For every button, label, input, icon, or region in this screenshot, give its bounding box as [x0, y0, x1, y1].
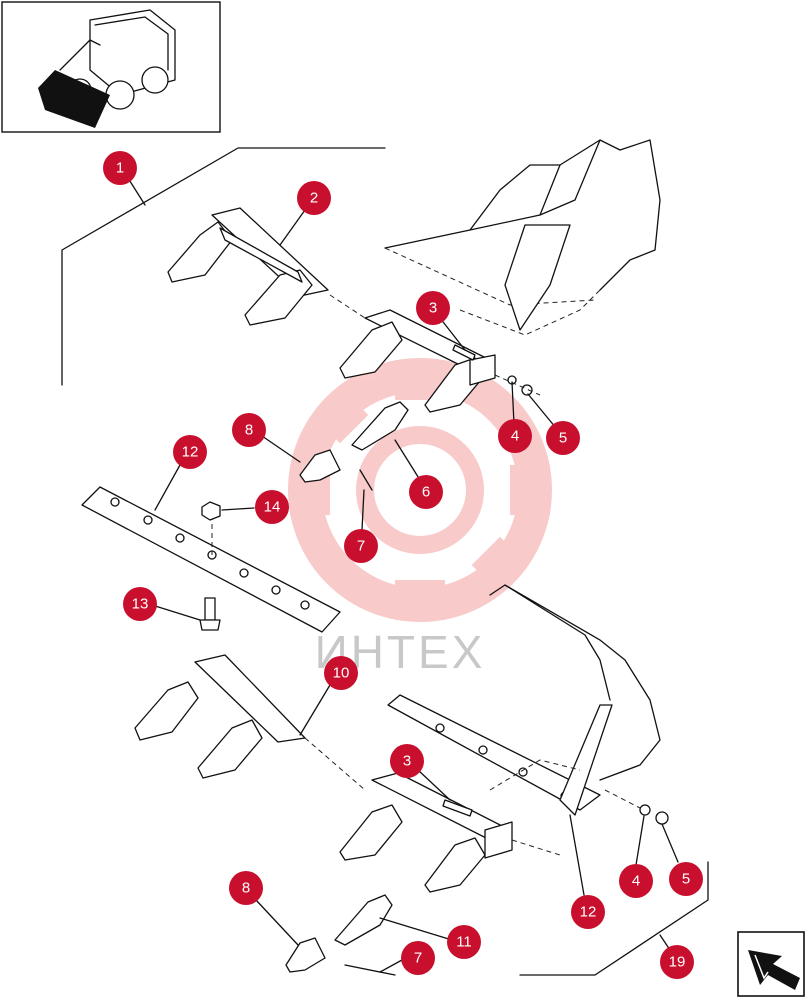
cutting-edge-12 — [81, 486, 341, 633]
callout-19-label: 19 — [669, 954, 686, 971]
callout-7-upper: 7 — [344, 529, 378, 563]
callout-7-lower: 7 — [401, 941, 435, 975]
callout-10-label: 10 — [333, 665, 350, 682]
callout-12-upper: 12 — [173, 435, 207, 469]
callout-5-upper-label: 5 — [559, 430, 567, 447]
callout-7-upper-label: 7 — [357, 538, 365, 555]
callout-14: 14 — [255, 490, 289, 524]
callout-8-upper-label: 8 — [245, 422, 253, 439]
callout-12-upper-label: 12 — [182, 444, 199, 461]
callout-7-lower-label: 7 — [414, 950, 422, 967]
callout-3-upper-label: 3 — [429, 300, 437, 317]
tooth-bar-lower-2 — [339, 772, 561, 893]
pin-7-upper — [359, 469, 373, 491]
callout-10: 10 — [324, 656, 358, 690]
tooth-bar-lower — [134, 654, 366, 791]
callouts: 1 2 3 4 5 6 7 8 12 14 13 10 3 4 5 12 8 1… — [103, 151, 703, 979]
callout-13-label: 13 — [132, 596, 149, 613]
callout-19: 19 — [660, 945, 694, 979]
callout-4-upper-label: 4 — [511, 428, 519, 445]
callout-4-lower: 4 — [619, 864, 653, 898]
callout-14-label: 14 — [264, 499, 281, 516]
callout-5-upper: 5 — [546, 421, 580, 455]
callout-1: 1 — [103, 151, 137, 185]
leader-1-bracket — [61, 147, 386, 386]
callout-6-label: 6 — [422, 484, 430, 501]
bucket-lower — [387, 584, 661, 816]
tooth-6 — [351, 401, 409, 451]
callout-3-lower-label: 3 — [403, 753, 411, 770]
callout-11-label: 11 — [456, 934, 472, 951]
bucket-upper — [384, 139, 661, 336]
leader-lines — [127, 177, 679, 973]
callout-2: 2 — [297, 181, 331, 215]
callout-3-upper: 3 — [416, 291, 450, 325]
tooth-tip-8-upper — [299, 449, 341, 483]
callout-3-lower: 3 — [390, 744, 424, 778]
callout-12-lower: 12 — [571, 895, 605, 929]
tooth-bar-middle — [329, 294, 496, 413]
skid-steer-loader-icon — [38, 9, 176, 128]
bolt-13 — [199, 597, 221, 631]
callout-4-lower-label: 4 — [632, 873, 640, 890]
callout-1-label: 1 — [116, 160, 124, 177]
tooth-11 — [334, 894, 393, 946]
callout-8-lower-label: 8 — [242, 880, 250, 897]
callout-13: 13 — [123, 587, 157, 621]
watermark-logo — [288, 358, 552, 622]
tooth-bar-upper — [167, 207, 329, 326]
callout-11: 11 — [447, 925, 481, 959]
callout-2-label: 2 — [310, 190, 318, 207]
callout-12-lower-label: 12 — [580, 904, 597, 921]
callout-4-upper: 4 — [498, 419, 532, 453]
callout-5-lower: 5 — [669, 862, 703, 896]
callout-8-lower: 8 — [229, 871, 263, 905]
leader-19-bracket — [519, 861, 709, 976]
callout-8-upper: 8 — [232, 413, 266, 447]
nut-14 — [201, 501, 221, 521]
arrow-icon[interactable] — [737, 931, 805, 997]
hardware-upper — [452, 344, 541, 396]
callout-5-lower-label: 5 — [682, 871, 690, 888]
thumbnail-frame — [1, 1, 221, 133]
tooth-tip-8-lower — [285, 937, 326, 973]
callout-6: 6 — [409, 475, 443, 509]
pin-7-lower — [344, 964, 396, 976]
